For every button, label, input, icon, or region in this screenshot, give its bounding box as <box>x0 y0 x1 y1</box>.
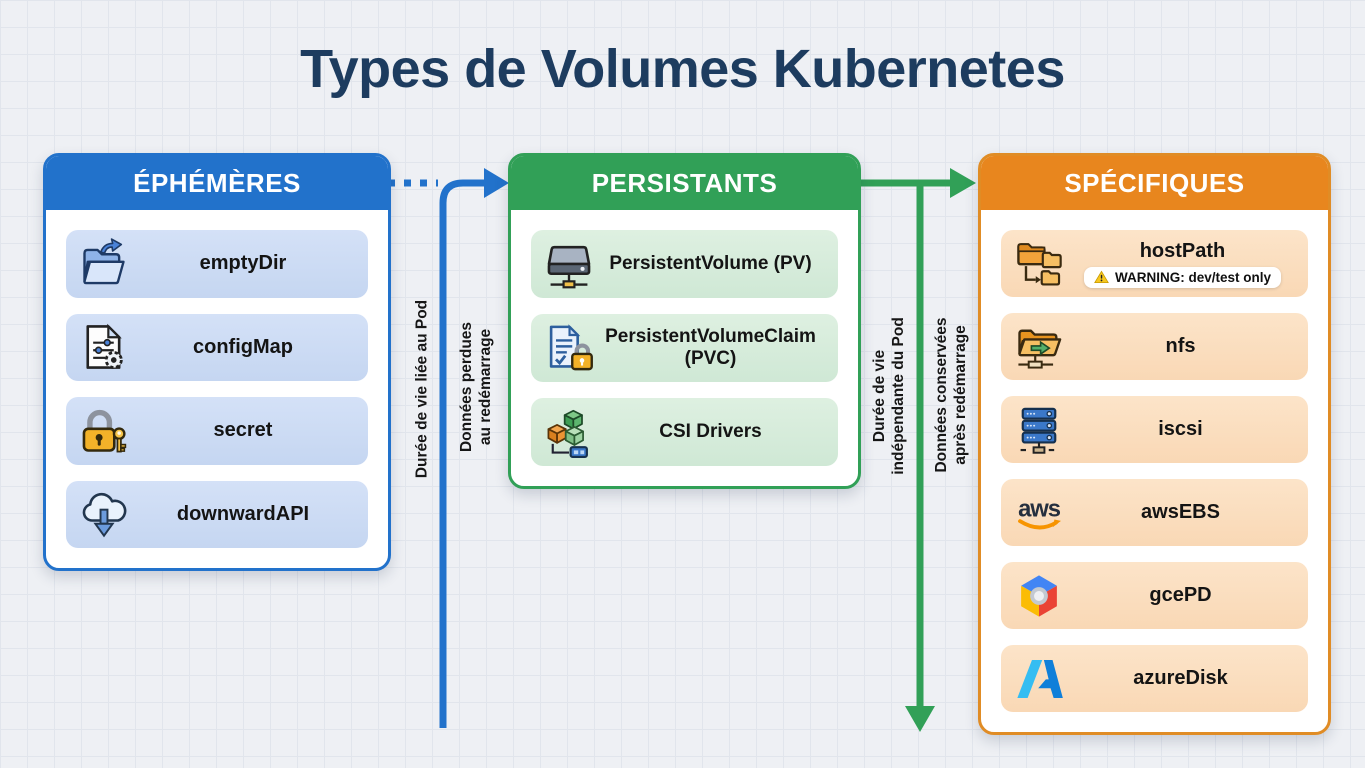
list-item-configmap: configMap <box>66 313 368 381</box>
green-flow-data-label: Données conservées après redémarrage <box>932 317 970 472</box>
aws-logo-text: aws <box>1018 495 1061 522</box>
list-item-hostpath: hostPath WARNING: dev/test only <box>1001 230 1308 297</box>
folder-tree-icon <box>1011 236 1067 292</box>
panel-persistants-body: PersistentVolume (PV) <box>511 210 858 486</box>
green-arrowhead-right <box>950 168 976 198</box>
list-item-persistentvolumeclaim: PersistentVolumeClaim (PVC) <box>531 314 838 382</box>
panel-specifiques: SPÉCIFIQUES hostPath <box>978 153 1331 735</box>
cubes-icon <box>541 404 597 460</box>
list-item-gcepd: gcePD <box>1001 562 1308 629</box>
item-label: awsEBS <box>1141 501 1220 523</box>
panel-ephemeres-body: emptyDir configMap <box>46 210 388 568</box>
list-item-downwardapi: downwardAPI <box>66 480 368 548</box>
label-line: indépendante du Pod <box>890 317 907 475</box>
item-label: PersistentVolume (PV) <box>609 253 812 275</box>
green-arrowhead-down <box>905 706 935 732</box>
label-line: Données perdues <box>458 321 475 453</box>
list-item-persistentvolume: PersistentVolume (PV) <box>531 230 838 298</box>
label-line: Données conservées <box>933 317 950 473</box>
item-label: azureDisk <box>1133 667 1228 689</box>
item-label: hostPath <box>1139 239 1226 262</box>
gcp-logo-icon <box>1011 568 1067 624</box>
hard-drive-icon <box>541 236 597 292</box>
config-document-icon <box>76 319 132 375</box>
list-item-csidrivers: CSI Drivers <box>531 398 838 466</box>
hostpath-label-stack: hostPath WARNING: dev/test only <box>1067 240 1298 288</box>
item-label: emptyDir <box>199 252 287 275</box>
list-item-emptydir: emptyDir <box>66 230 368 298</box>
list-item-awsebs: aws awsEBS <box>1001 479 1308 546</box>
item-label: PersistentVolumeClaim (PVC) <box>605 326 816 369</box>
item-label: nfs <box>1165 335 1196 357</box>
panel-persistants-header: PERSISTANTS <box>511 156 858 210</box>
aws-logo-icon: aws <box>1011 485 1067 541</box>
item-label: gcePD <box>1149 584 1212 606</box>
list-item-secret: secret <box>66 397 368 465</box>
list-item-azuredisk: azureDisk <box>1001 645 1308 712</box>
item-label: iscsi <box>1158 418 1203 440</box>
label-line: au redémarrage <box>477 328 494 446</box>
label-line: Durée de vie <box>871 349 888 443</box>
padlock-key-icon <box>76 403 132 459</box>
hostpath-warning-badge: WARNING: dev/test only <box>1083 266 1281 288</box>
panel-ephemeres-header: ÉPHÉMÈRES <box>46 156 388 210</box>
blue-flow-lifecycle-label: Durée de vie liée au Pod <box>413 299 431 479</box>
page-title: Types de Volumes Kubernetes <box>300 39 1065 99</box>
blue-arrowhead-right <box>484 168 509 198</box>
label-line: après redémarrage <box>952 325 969 465</box>
panel-specifiques-body: hostPath WARNING: dev/test only <box>981 210 1328 732</box>
azure-logo-icon <box>1011 651 1067 707</box>
cloud-download-icon <box>76 486 132 542</box>
list-item-iscsi: iscsi <box>1001 396 1308 463</box>
panel-ephemeres: ÉPHÉMÈRES emptyDir <box>43 153 391 571</box>
warning-text: WARNING: dev/test only <box>1114 269 1271 285</box>
blue-elbow-connector <box>439 179 486 728</box>
item-label: downwardAPI <box>176 502 310 525</box>
panel-specifiques-header: SPÉCIFIQUES <box>981 156 1328 210</box>
item-label: CSI Drivers <box>659 421 762 443</box>
item-label: configMap <box>193 335 293 358</box>
folder-arrow-icon <box>76 236 132 292</box>
panel-persistants: PERSISTANTS PersistentVolume (PV) <box>508 153 861 489</box>
server-stack-icon <box>1011 402 1067 458</box>
folder-share-icon <box>1011 319 1067 375</box>
item-label: secret <box>213 419 273 442</box>
blue-flow-data-label: Données perdues au redémarrage <box>457 322 495 452</box>
warning-icon <box>1094 270 1109 283</box>
green-flow-lifecycle-label: Durée de vie indépendante du Pod <box>870 317 908 475</box>
list-item-nfs: nfs <box>1001 313 1308 380</box>
document-lock-icon <box>541 320 597 376</box>
